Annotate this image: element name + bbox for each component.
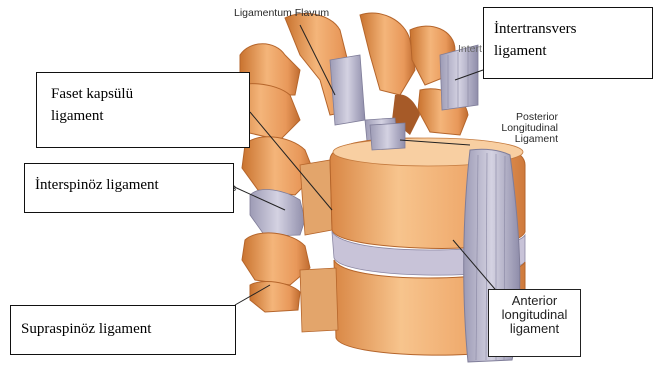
faset-kapsulu-line-1: Faset kapsülü bbox=[51, 83, 235, 105]
intertransvers-box: İntertransvers ligament bbox=[483, 7, 653, 79]
supraspinoz-box: Supraspinöz ligament bbox=[10, 305, 236, 355]
anterior-longitudinal-line-3: ligament bbox=[489, 322, 580, 336]
anterior-longitudinal-line-2: longitudinal bbox=[489, 308, 580, 322]
faset-kapsulu-line-2: ligament bbox=[51, 105, 235, 127]
interspinoz-box: İnterspinöz ligament bbox=[24, 163, 234, 213]
faset-kapsulu-box: Faset kapsülü ligament bbox=[36, 72, 250, 148]
anterior-longitudinal-line-1: Anterior bbox=[489, 294, 580, 308]
posterior-longitudinal-label: Posterior Longitudinal Ligament bbox=[478, 112, 558, 145]
intertransvers-line-1: İntertransvers bbox=[494, 18, 642, 40]
intertransvers-line-2: ligament bbox=[494, 40, 642, 62]
ligamentum-flavum-label: Ligamentum Flavum bbox=[234, 8, 374, 19]
posterior-longitudinal-line-3: Ligament bbox=[478, 134, 558, 145]
anterior-longitudinal-box: Anterior longitudinal ligament bbox=[488, 289, 581, 357]
